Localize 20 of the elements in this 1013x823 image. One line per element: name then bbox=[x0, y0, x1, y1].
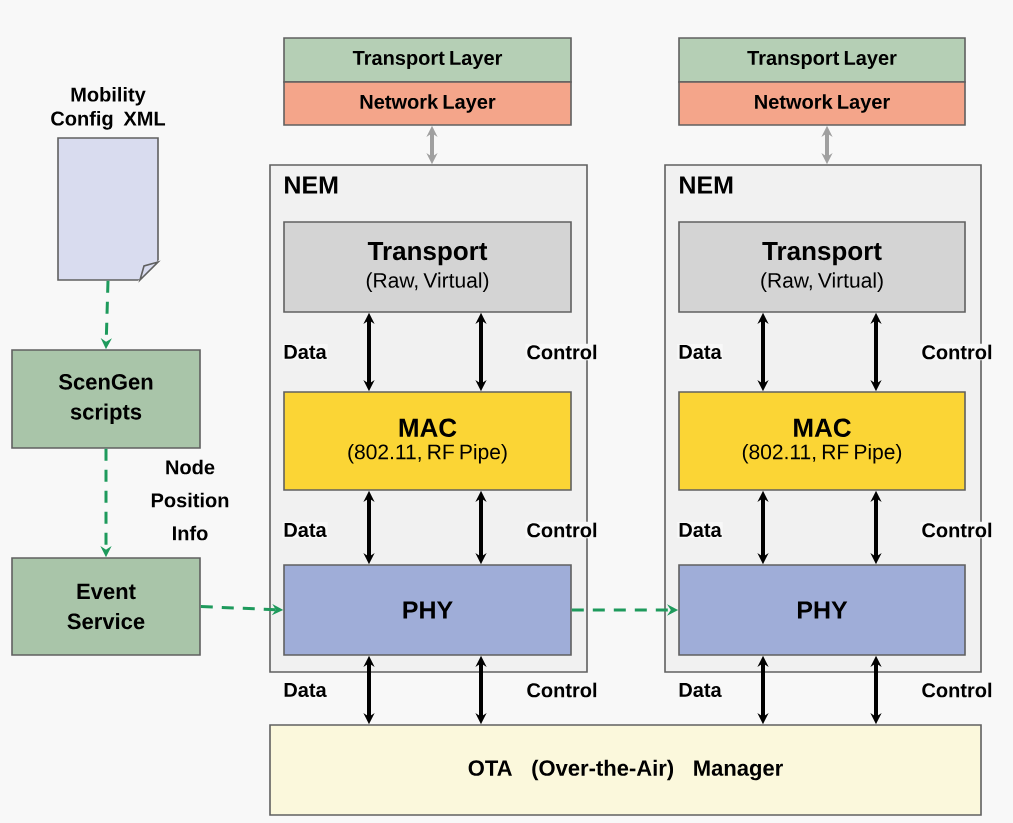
edge-label: Data bbox=[677, 682, 723, 698]
layer-box: MAC (802.11, RF Pipe) bbox=[283, 391, 572, 491]
layer-box: PHY bbox=[283, 564, 572, 656]
edge-label: Data bbox=[282, 682, 328, 698]
layer-box: Network Layer bbox=[678, 81, 966, 126]
layer-box: Network Layer bbox=[283, 81, 572, 126]
edge-label: Data bbox=[282, 522, 328, 538]
process-box: Event Service bbox=[11, 557, 201, 656]
edge-label: Data bbox=[282, 344, 328, 360]
layer-box: PHY bbox=[678, 564, 966, 656]
layer-box: MAC (802.11, RF Pipe) bbox=[678, 391, 966, 491]
layer-box: Transport Layer bbox=[678, 37, 966, 83]
layer-box: Transport (Raw, Virtual) bbox=[283, 221, 572, 313]
edge-label: Node Position Info bbox=[139, 458, 241, 542]
edge-label: Data bbox=[677, 522, 723, 538]
layer-box: Transport Layer bbox=[283, 37, 572, 83]
layer-box: Transport (Raw, Virtual) bbox=[678, 221, 966, 313]
process-box: ScenGen scripts bbox=[11, 349, 201, 449]
manager-box: OTA (Over-the-Air) Manager bbox=[269, 724, 982, 816]
edge-label: Data bbox=[677, 344, 723, 360]
